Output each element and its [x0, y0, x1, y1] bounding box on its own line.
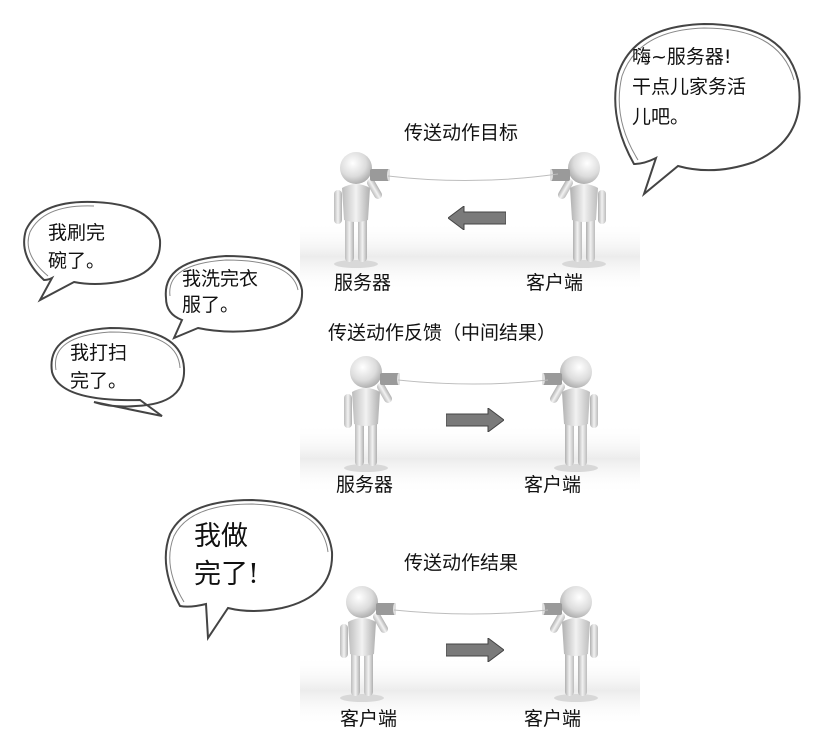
- server-label: 服务器: [336, 474, 394, 496]
- string-line: [388, 173, 558, 182]
- arrow-right: [446, 408, 504, 432]
- bubble-line: 我刷完: [48, 222, 106, 244]
- speech-bubble-cleaning: 我打扫 完了。: [40, 322, 190, 418]
- panel-goal: 传送动作目标 服务器 客户端: [300, 112, 640, 294]
- server-figure: [334, 152, 390, 268]
- client-figure-right: [542, 586, 598, 702]
- client-figure: [542, 356, 598, 472]
- client-label-left: 客户端: [340, 708, 398, 730]
- server-figure: [344, 356, 400, 472]
- panel-title: 传送动作目标: [404, 122, 519, 144]
- bubble-line: 我做: [194, 521, 248, 552]
- string-line: [394, 609, 548, 615]
- arrow-left: [448, 206, 506, 230]
- panel-feedback: 传送动作反馈（中间结果） 服务器 客户端: [300, 314, 640, 499]
- bubble-line: 完了!: [194, 559, 259, 590]
- panel-result: 传送动作结果 客户端 客户端: [300, 544, 640, 734]
- client-label: 客户端: [526, 272, 584, 294]
- string-line: [398, 379, 548, 385]
- panel-title: 传送动作反馈（中间结果）: [328, 322, 557, 344]
- speech-bubble-dishes: 我刷完 碗了。: [14, 196, 164, 306]
- bubble-line: 儿吧。: [632, 106, 690, 128]
- bubble-line: 嗨~服务器!: [632, 46, 732, 68]
- speech-bubble-client-request: 嗨~服务器! 干点儿家务活 儿吧。: [604, 18, 804, 198]
- server-label: 服务器: [334, 272, 392, 294]
- bubble-line: 服了。: [182, 294, 240, 316]
- client-label: 客户端: [524, 474, 582, 496]
- speech-bubble-laundry: 我洗完衣 服了。: [156, 250, 306, 340]
- panel-title: 传送动作结果: [404, 552, 519, 574]
- client-figure-left: [340, 586, 396, 702]
- bubble-line: 我洗完衣: [182, 268, 259, 290]
- bubble-line: 完了。: [70, 370, 128, 392]
- client-label-right: 客户端: [524, 708, 582, 730]
- arrow-right: [446, 638, 504, 662]
- speech-bubble-done: 我做 完了!: [156, 496, 336, 642]
- bubble-line: 干点儿家务活: [632, 76, 747, 98]
- bubble-line: 我打扫: [70, 342, 128, 364]
- floor-shadow: [300, 222, 640, 292]
- bubble-line: 碗了。: [48, 250, 106, 272]
